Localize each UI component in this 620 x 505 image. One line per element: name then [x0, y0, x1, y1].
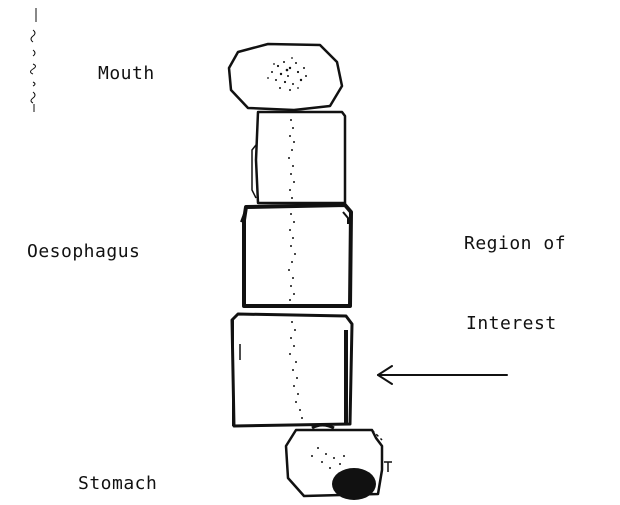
stomach-shape: [286, 425, 392, 500]
oesophagus-segment-2: [241, 205, 351, 306]
mouth-shape: [229, 44, 342, 110]
oesophagus-segment-1: [252, 112, 345, 203]
bolus-trail: [288, 119, 303, 419]
scribble-mark: [31, 8, 37, 112]
mouth-speckle: [267, 57, 307, 91]
left-arrow-icon: [378, 366, 507, 384]
stomach-bolus: [332, 468, 376, 500]
